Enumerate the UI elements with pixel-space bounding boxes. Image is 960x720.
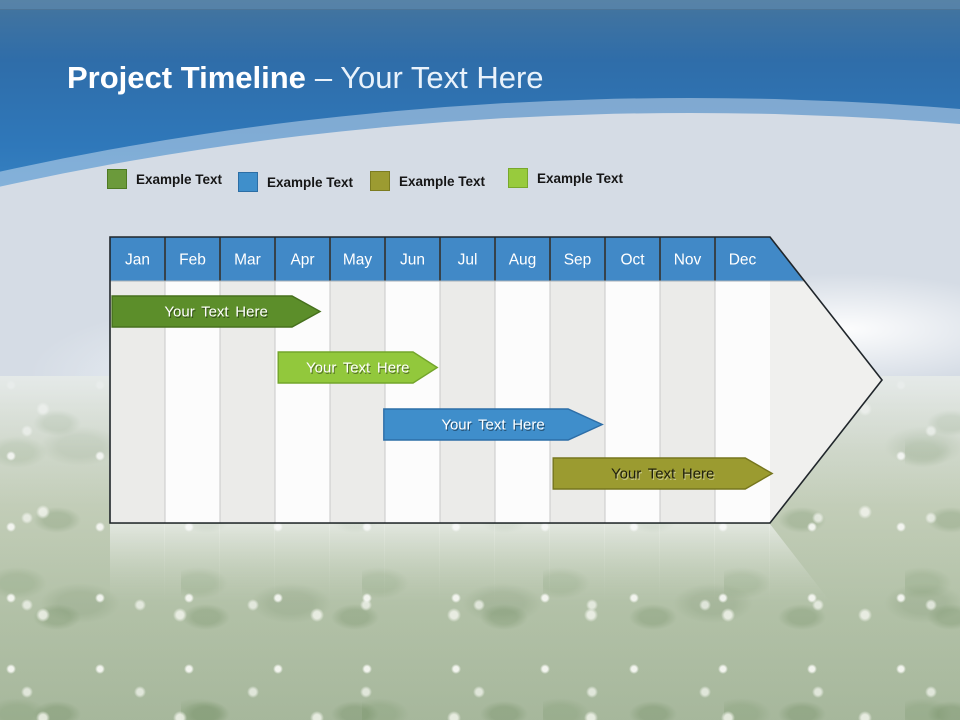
month-label: Dec: [729, 252, 757, 269]
bar-label: Your Text Here: [164, 304, 267, 321]
legend-item: Example Text: [508, 168, 623, 188]
legend-item: Example Text: [238, 172, 353, 192]
bar-label: Your Text Here: [306, 360, 409, 377]
month-label: Apr: [290, 252, 314, 269]
bar-label: Your Text Here: [611, 466, 714, 483]
slide-title: Project Timeline– Your Text Here: [67, 58, 544, 98]
bar-label: Your Text Here: [441, 417, 544, 434]
timeline-bar-shape: [277, 351, 439, 384]
month-label: May: [343, 252, 373, 269]
legend-item: Example Text: [107, 169, 222, 189]
month-label: Jul: [458, 252, 478, 269]
title-main: Project Timeline: [67, 60, 306, 95]
timeline-reflection: [110, 524, 832, 604]
month-label: Oct: [620, 252, 645, 269]
month-column: [385, 281, 440, 523]
month-label: Sep: [564, 252, 592, 269]
month-label: Aug: [509, 252, 537, 269]
timeline-bar-shape: [111, 295, 322, 328]
month-label: Nov: [674, 252, 702, 269]
bar-label-shadow: Your Text Here: [442, 418, 545, 435]
timeline-svg: Jan Feb Mar Apr May Jun Jul Aug Sep Oct Nov DecYour…: [109, 236, 884, 524]
legend-item-label: Example Text: [399, 173, 486, 189]
title-suffix: – Your Text Here: [314, 60, 544, 95]
legend-swatch-icon: [238, 172, 258, 192]
arrow-outline: [109, 236, 884, 524]
timeline-bar-shape: [552, 457, 774, 490]
legend-item-label: Example Text: [537, 170, 624, 186]
bar-label-shadow: Your Text Here: [165, 305, 268, 322]
month-column: [330, 281, 385, 523]
timeline-bar-shape: [383, 408, 604, 441]
bar-label-shadow: Your Text Here: [307, 361, 410, 378]
legend-item-label: Example Text: [267, 174, 354, 190]
month-label: Mar: [234, 252, 261, 269]
top-edge-strip: [0, 0, 960, 10]
month-label: Jun: [400, 252, 425, 269]
legend-swatch-icon: [370, 171, 390, 191]
month-label: Feb: [179, 252, 206, 269]
legend-item: Example Text: [370, 171, 485, 191]
legend-item-label: Example Text: [136, 171, 223, 187]
bar-label-shadow: Your Text Here: [612, 467, 715, 484]
month-column: [495, 281, 550, 523]
legend-swatch-icon: [107, 169, 127, 189]
month-column: [440, 281, 495, 523]
month-label: Jan: [125, 252, 150, 269]
legend-swatch-icon: [508, 168, 528, 188]
